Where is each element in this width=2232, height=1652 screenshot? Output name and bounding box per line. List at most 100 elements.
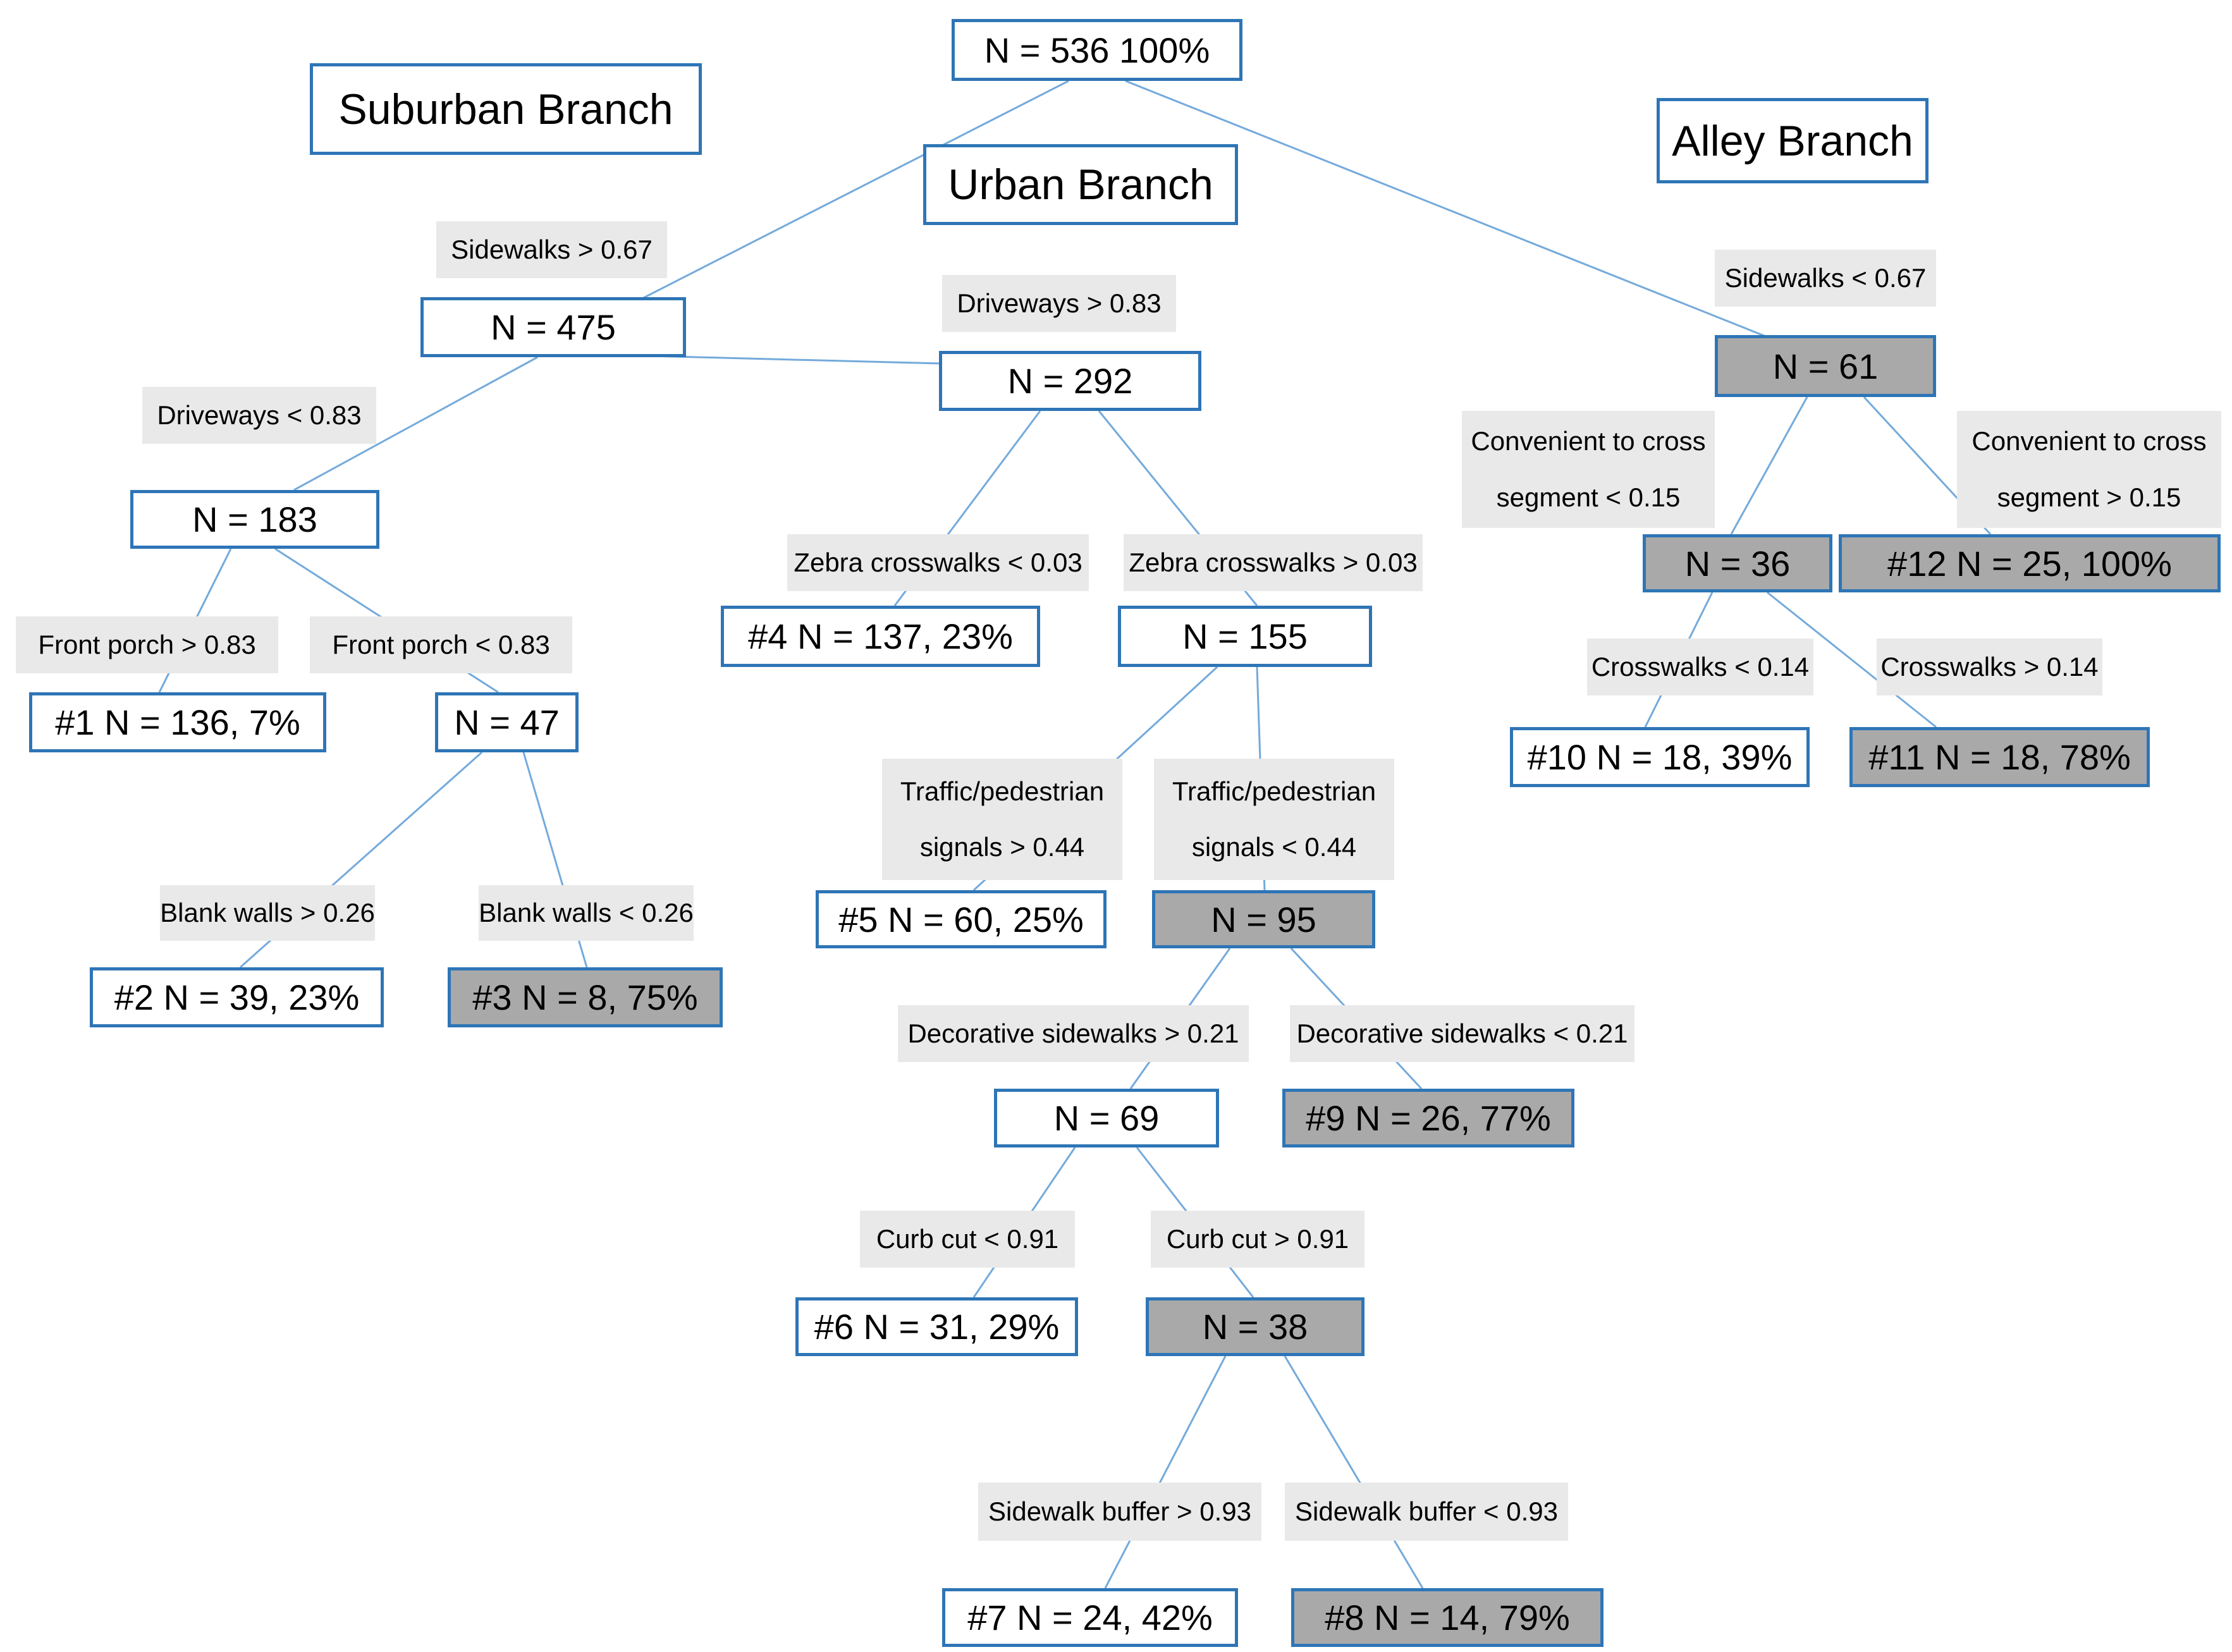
split-crosswalks-lt-014: Crosswalks < 0.14 xyxy=(1587,639,1813,695)
split-sw-buffer-gt-093-line: Sidewalk buffer > 0.93 xyxy=(988,1496,1251,1526)
terminal-11-label: #11 N = 18, 78% xyxy=(1868,737,2131,777)
node-n61: N = 61 xyxy=(1715,335,1936,397)
edge-n38-t7 xyxy=(1104,1355,1227,1589)
node-n183-label: N = 183 xyxy=(192,499,317,539)
edge-root-n475 xyxy=(638,80,1069,302)
split-sidewalks-gt-067-line: Sidewalks > 0.67 xyxy=(451,234,653,264)
terminal-7: #7 N = 24, 42% xyxy=(942,1588,1238,1647)
edge-n61-n36 xyxy=(1730,396,1808,535)
root-node-label: N = 536 100% xyxy=(984,30,1210,70)
split-driveways-gt-083: Driveways > 0.83 xyxy=(942,275,1176,332)
split-curb-cut-gt-091-line: Curb cut > 0.91 xyxy=(1166,1223,1349,1254)
split-sw-buffer-lt-093: Sidewalk buffer < 0.93 xyxy=(1285,1483,1568,1541)
split-driveways-lt-083: Driveways < 0.83 xyxy=(142,387,376,444)
split-traffic-lt-044-line: Traffic/pedestrian xyxy=(1172,776,1377,806)
split-traffic-gt-044-line: signals > 0.44 xyxy=(919,832,1085,862)
branch-title-urban-label: Urban Branch xyxy=(948,161,1213,209)
terminal-7-label: #7 N = 24, 42% xyxy=(967,1598,1213,1637)
edge-n475-n183 xyxy=(293,356,538,491)
branch-title-alley-label: Alley Branch xyxy=(1672,116,1913,165)
terminal-5: #5 N = 60, 25% xyxy=(816,890,1107,948)
node-n38-label: N = 38 xyxy=(1202,1307,1308,1347)
split-convenient-lt-015-line: segment < 0.15 xyxy=(1496,482,1681,512)
split-front-porch-gt-083-line: Front porch > 0.83 xyxy=(38,629,256,659)
node-n47: N = 47 xyxy=(435,692,579,752)
terminal-5-label: #5 N = 60, 25% xyxy=(838,899,1084,939)
root-node: N = 536 100% xyxy=(952,19,1242,81)
split-convenient-gt-015: Convenient to cross segment > 0.15 xyxy=(1957,411,2221,528)
split-traffic-gt-044: Traffic/pedestrian signals > 0.44 xyxy=(882,759,1122,880)
split-blank-walls-lt-026-line: Blank walls < 0.26 xyxy=(479,897,694,927)
split-traffic-gt-044-line: Traffic/pedestrian xyxy=(900,776,1105,806)
split-front-porch-lt-083-line: Front porch < 0.83 xyxy=(332,629,550,659)
split-decorative-gt-021-line: Decorative sidewalks > 0.21 xyxy=(907,1018,1239,1048)
split-zebra-gt-003-line: Zebra crosswalks > 0.03 xyxy=(1129,547,1418,577)
split-sidewalks-lt-067: Sidewalks < 0.67 xyxy=(1715,250,1936,307)
edge-n36-t11 xyxy=(1767,591,1937,728)
split-convenient-gt-015-line: segment > 0.15 xyxy=(1997,482,2181,512)
terminal-9: #9 N = 26, 77% xyxy=(1282,1089,1574,1147)
split-decorative-gt-021: Decorative sidewalks > 0.21 xyxy=(898,1005,1249,1062)
node-n183: N = 183 xyxy=(130,490,379,549)
split-sw-buffer-lt-093-line: Sidewalk buffer < 0.93 xyxy=(1294,1496,1558,1526)
terminal-1-label: #1 N = 136, 7% xyxy=(55,702,300,742)
node-n292-label: N = 292 xyxy=(1007,361,1133,401)
split-zebra-lt-003-line: Zebra crosswalks < 0.03 xyxy=(794,547,1082,577)
terminal-11: #11 N = 18, 78% xyxy=(1849,727,2150,787)
node-n475-label: N = 475 xyxy=(491,307,616,347)
split-convenient-lt-015: Convenient to cross segment < 0.15 xyxy=(1462,411,1715,528)
terminal-10-label: #10 N = 18, 39% xyxy=(1527,737,1793,777)
node-n36: N = 36 xyxy=(1643,534,1832,592)
split-decorative-lt-021: Decorative sidewalks < 0.21 xyxy=(1290,1005,1634,1062)
terminal-9-label: #9 N = 26, 77% xyxy=(1306,1098,1551,1138)
edge-root-n61 xyxy=(1125,80,1771,340)
branch-title-urban: Urban Branch xyxy=(923,144,1238,225)
split-blank-walls-lt-026: Blank walls < 0.26 xyxy=(479,885,694,941)
split-crosswalks-lt-014-line: Crosswalks < 0.14 xyxy=(1591,651,1810,682)
branch-title-suburban: Suburban Branch xyxy=(310,63,702,155)
node-n69: N = 69 xyxy=(994,1089,1219,1147)
node-n69-label: N = 69 xyxy=(1053,1098,1160,1138)
split-front-porch-gt-083: Front porch > 0.83 xyxy=(16,616,278,673)
split-zebra-lt-003: Zebra crosswalks < 0.03 xyxy=(787,534,1089,591)
terminal-3-label: #3 N = 8, 75% xyxy=(472,977,698,1017)
split-zebra-gt-003: Zebra crosswalks > 0.03 xyxy=(1124,534,1423,591)
node-n47-label: N = 47 xyxy=(454,702,560,742)
terminal-10: #10 N = 18, 39% xyxy=(1510,727,1810,787)
terminal-4: #4 N = 137, 23% xyxy=(721,606,1040,667)
node-n155-label: N = 155 xyxy=(1182,616,1308,656)
node-n61-label: N = 61 xyxy=(1772,346,1879,386)
terminal-12: #12 N = 25, 100% xyxy=(1839,534,2221,592)
split-blank-walls-gt-026-line: Blank walls > 0.26 xyxy=(160,897,375,927)
split-traffic-lt-044-line: signals < 0.44 xyxy=(1191,832,1357,862)
terminal-8-label: #8 N = 14, 79% xyxy=(1325,1598,1570,1637)
split-sidewalks-lt-067-line: Sidewalks < 0.67 xyxy=(1724,262,1927,293)
split-decorative-lt-021-line: Decorative sidewalks < 0.21 xyxy=(1296,1018,1628,1048)
split-driveways-gt-083-line: Driveways > 0.83 xyxy=(957,288,1162,318)
split-blank-walls-gt-026: Blank walls > 0.26 xyxy=(160,885,375,941)
split-curb-cut-lt-091-line: Curb cut < 0.91 xyxy=(876,1223,1059,1254)
edge-n38-t8 xyxy=(1284,1355,1424,1589)
node-n38: N = 38 xyxy=(1146,1297,1364,1356)
terminal-4-label: #4 N = 137, 23% xyxy=(748,616,1013,656)
terminal-2: #2 N = 39, 23% xyxy=(90,967,384,1027)
split-crosswalks-gt-014: Crosswalks > 0.14 xyxy=(1877,639,2102,695)
node-n36-label: N = 36 xyxy=(1684,543,1791,584)
branch-title-alley: Alley Branch xyxy=(1657,98,1928,183)
split-traffic-lt-044: Traffic/pedestrian signals < 0.44 xyxy=(1154,759,1394,880)
split-convenient-lt-015-line: Convenient to cross xyxy=(1471,426,1706,456)
terminal-1: #1 N = 136, 7% xyxy=(29,692,326,752)
split-crosswalks-gt-014-line: Crosswalks > 0.14 xyxy=(1880,651,2099,682)
node-n95-label: N = 95 xyxy=(1211,899,1316,939)
terminal-6-label: #6 N = 31, 29% xyxy=(814,1307,1060,1347)
split-sidewalks-gt-067: Sidewalks > 0.67 xyxy=(436,221,667,278)
terminal-3: #3 N = 8, 75% xyxy=(448,967,723,1027)
split-sw-buffer-gt-093: Sidewalk buffer > 0.93 xyxy=(978,1483,1261,1541)
node-n155: N = 155 xyxy=(1118,606,1372,667)
node-n292: N = 292 xyxy=(939,351,1201,411)
terminal-8: #8 N = 14, 79% xyxy=(1291,1588,1603,1647)
split-curb-cut-gt-091: Curb cut > 0.91 xyxy=(1151,1211,1364,1268)
split-curb-cut-lt-091: Curb cut < 0.91 xyxy=(860,1211,1075,1268)
split-convenient-gt-015-line: Convenient to cross xyxy=(1971,426,2207,456)
